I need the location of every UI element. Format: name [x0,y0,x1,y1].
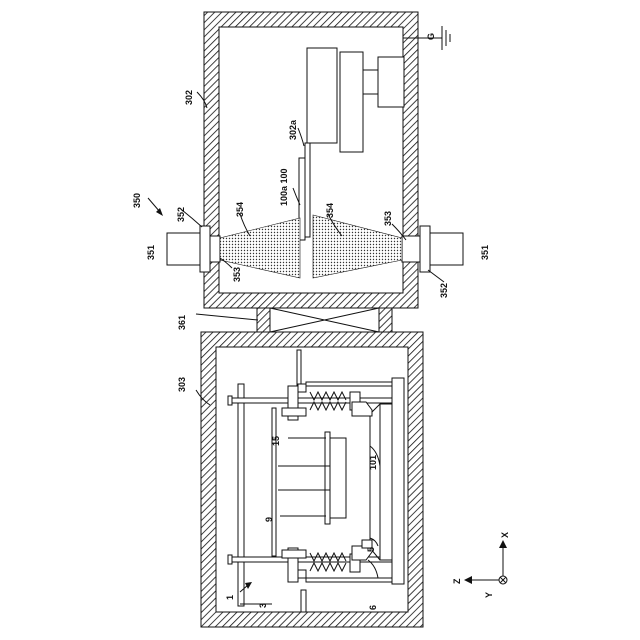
axis-label-z: Z [452,578,462,584]
label-3: 3 [258,603,268,608]
gate-valve-361 [257,308,392,332]
axis-label-y: Y [484,592,494,598]
label-354-right: 354 [325,203,335,218]
fixture-mechanism [228,350,404,612]
label-351-right: 351 [480,245,490,260]
label-9: 9 [264,517,274,522]
label-6: 6 [368,605,378,610]
axis-label-x: X [500,532,510,538]
label-ground: G [426,33,436,40]
label-303: 303 [177,377,187,392]
label-350: 350 [132,193,142,208]
label-352-right: 352 [439,283,449,298]
label-302a: 302a [288,119,298,140]
axis-indicator [464,540,507,584]
label-100a-100: 100a 100 [279,168,289,206]
label-351-left: 351 [146,245,156,260]
label-352-left: 352 [176,207,186,222]
label-353-left: 353 [232,267,242,282]
label-101: 101 [368,455,378,470]
label-15: 15 [271,436,281,446]
label-354-left: 354 [235,202,245,217]
label-1: 1 [225,595,235,600]
label-302: 302 [184,90,194,105]
label-5: 5 [366,547,376,552]
label-361: 361 [177,315,187,330]
label-353-right: 353 [383,211,393,226]
